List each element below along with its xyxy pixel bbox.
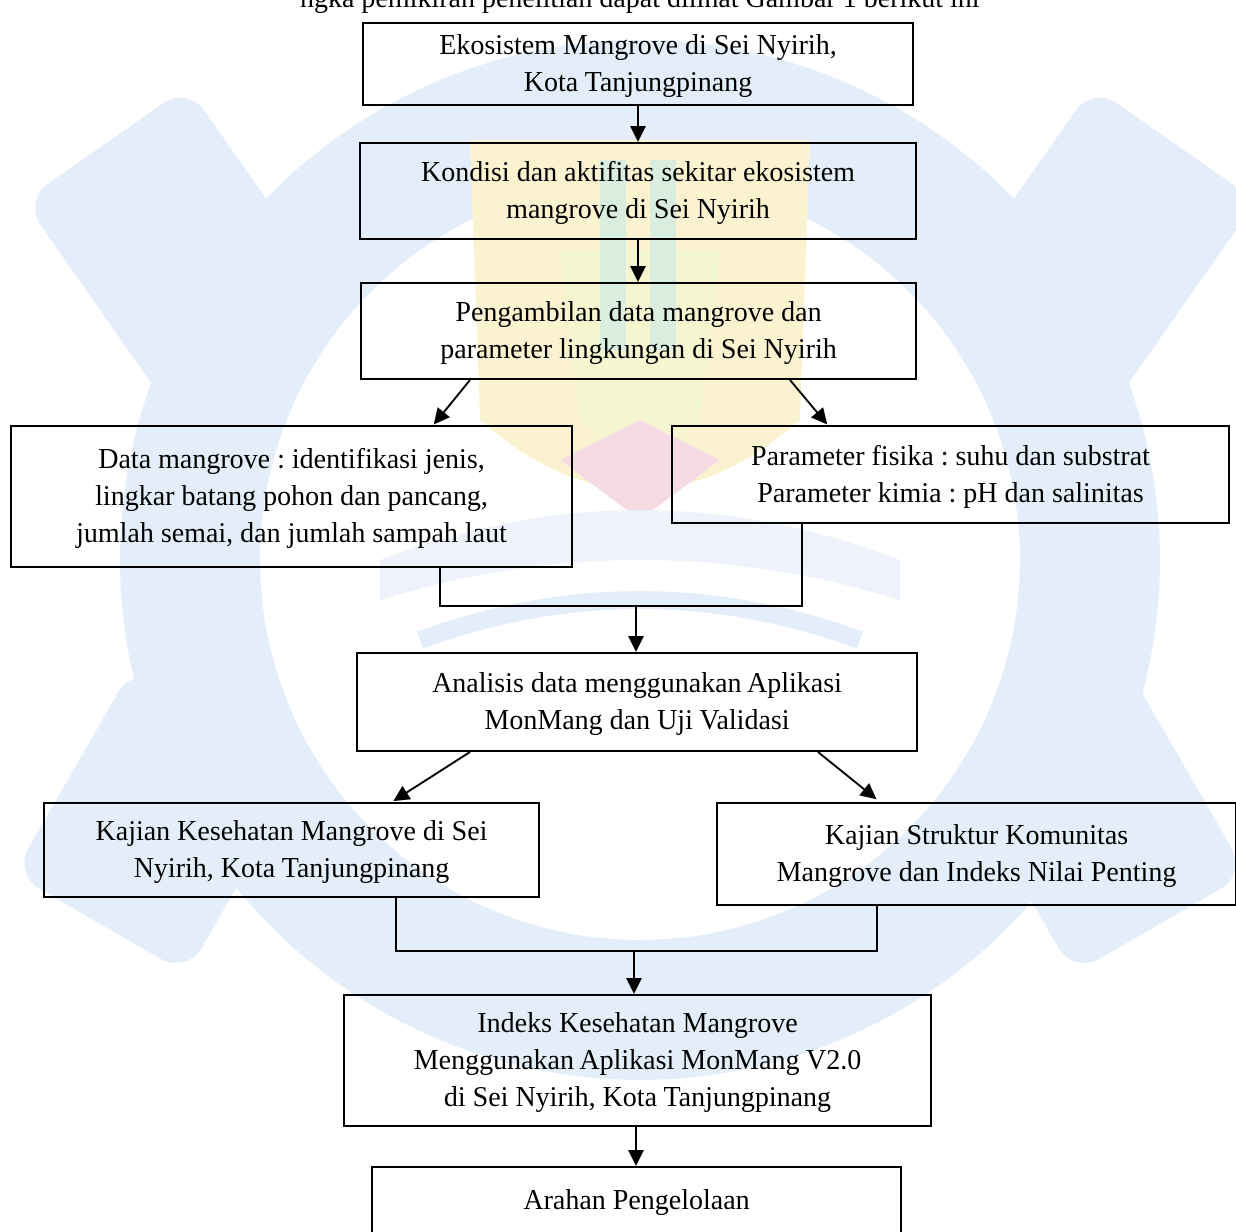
node-kajian-kesehatan: Kajian Kesehatan Mangrove di Sei Nyirih,… [43,802,540,898]
arrow-n3-n5 [789,379,828,425]
node-arahan-pengelolaan: Arahan Pengelolaan [371,1166,902,1232]
node-pengambilan-data: Pengambilan data mangrove dan parameter … [360,282,917,380]
caption-fragment: ngka pemikiran penelitian dapat dilihat … [300,0,980,14]
arrow-n3-n4 [433,379,471,425]
node-indeks-kesehatan: Indeks Kesehatan Mangrove Menggunakan Ap… [343,994,932,1127]
arrow-n6-n8 [817,751,877,800]
arrow-n6-n7 [393,751,471,802]
node-parameter-lingkungan: Parameter fisika : suhu dan substrat Par… [671,425,1230,524]
node-data-mangrove: Data mangrove : identifikasi jenis, ling… [10,425,573,568]
join-n4-n5 [439,524,803,607]
node-kondisi-aktifitas: Kondisi dan aktifitas sekitar ekosistem … [359,142,917,240]
join-n7-n8 [395,898,878,952]
node-analisis-data: Analisis data menggunakan Aplikasi MonMa… [356,652,918,752]
node-ekosistem-mangrove: Ekosistem Mangrove di Sei Nyirih, Kota T… [362,22,914,106]
node-kajian-struktur: Kajian Struktur Komunitas Mangrove dan I… [716,802,1236,906]
